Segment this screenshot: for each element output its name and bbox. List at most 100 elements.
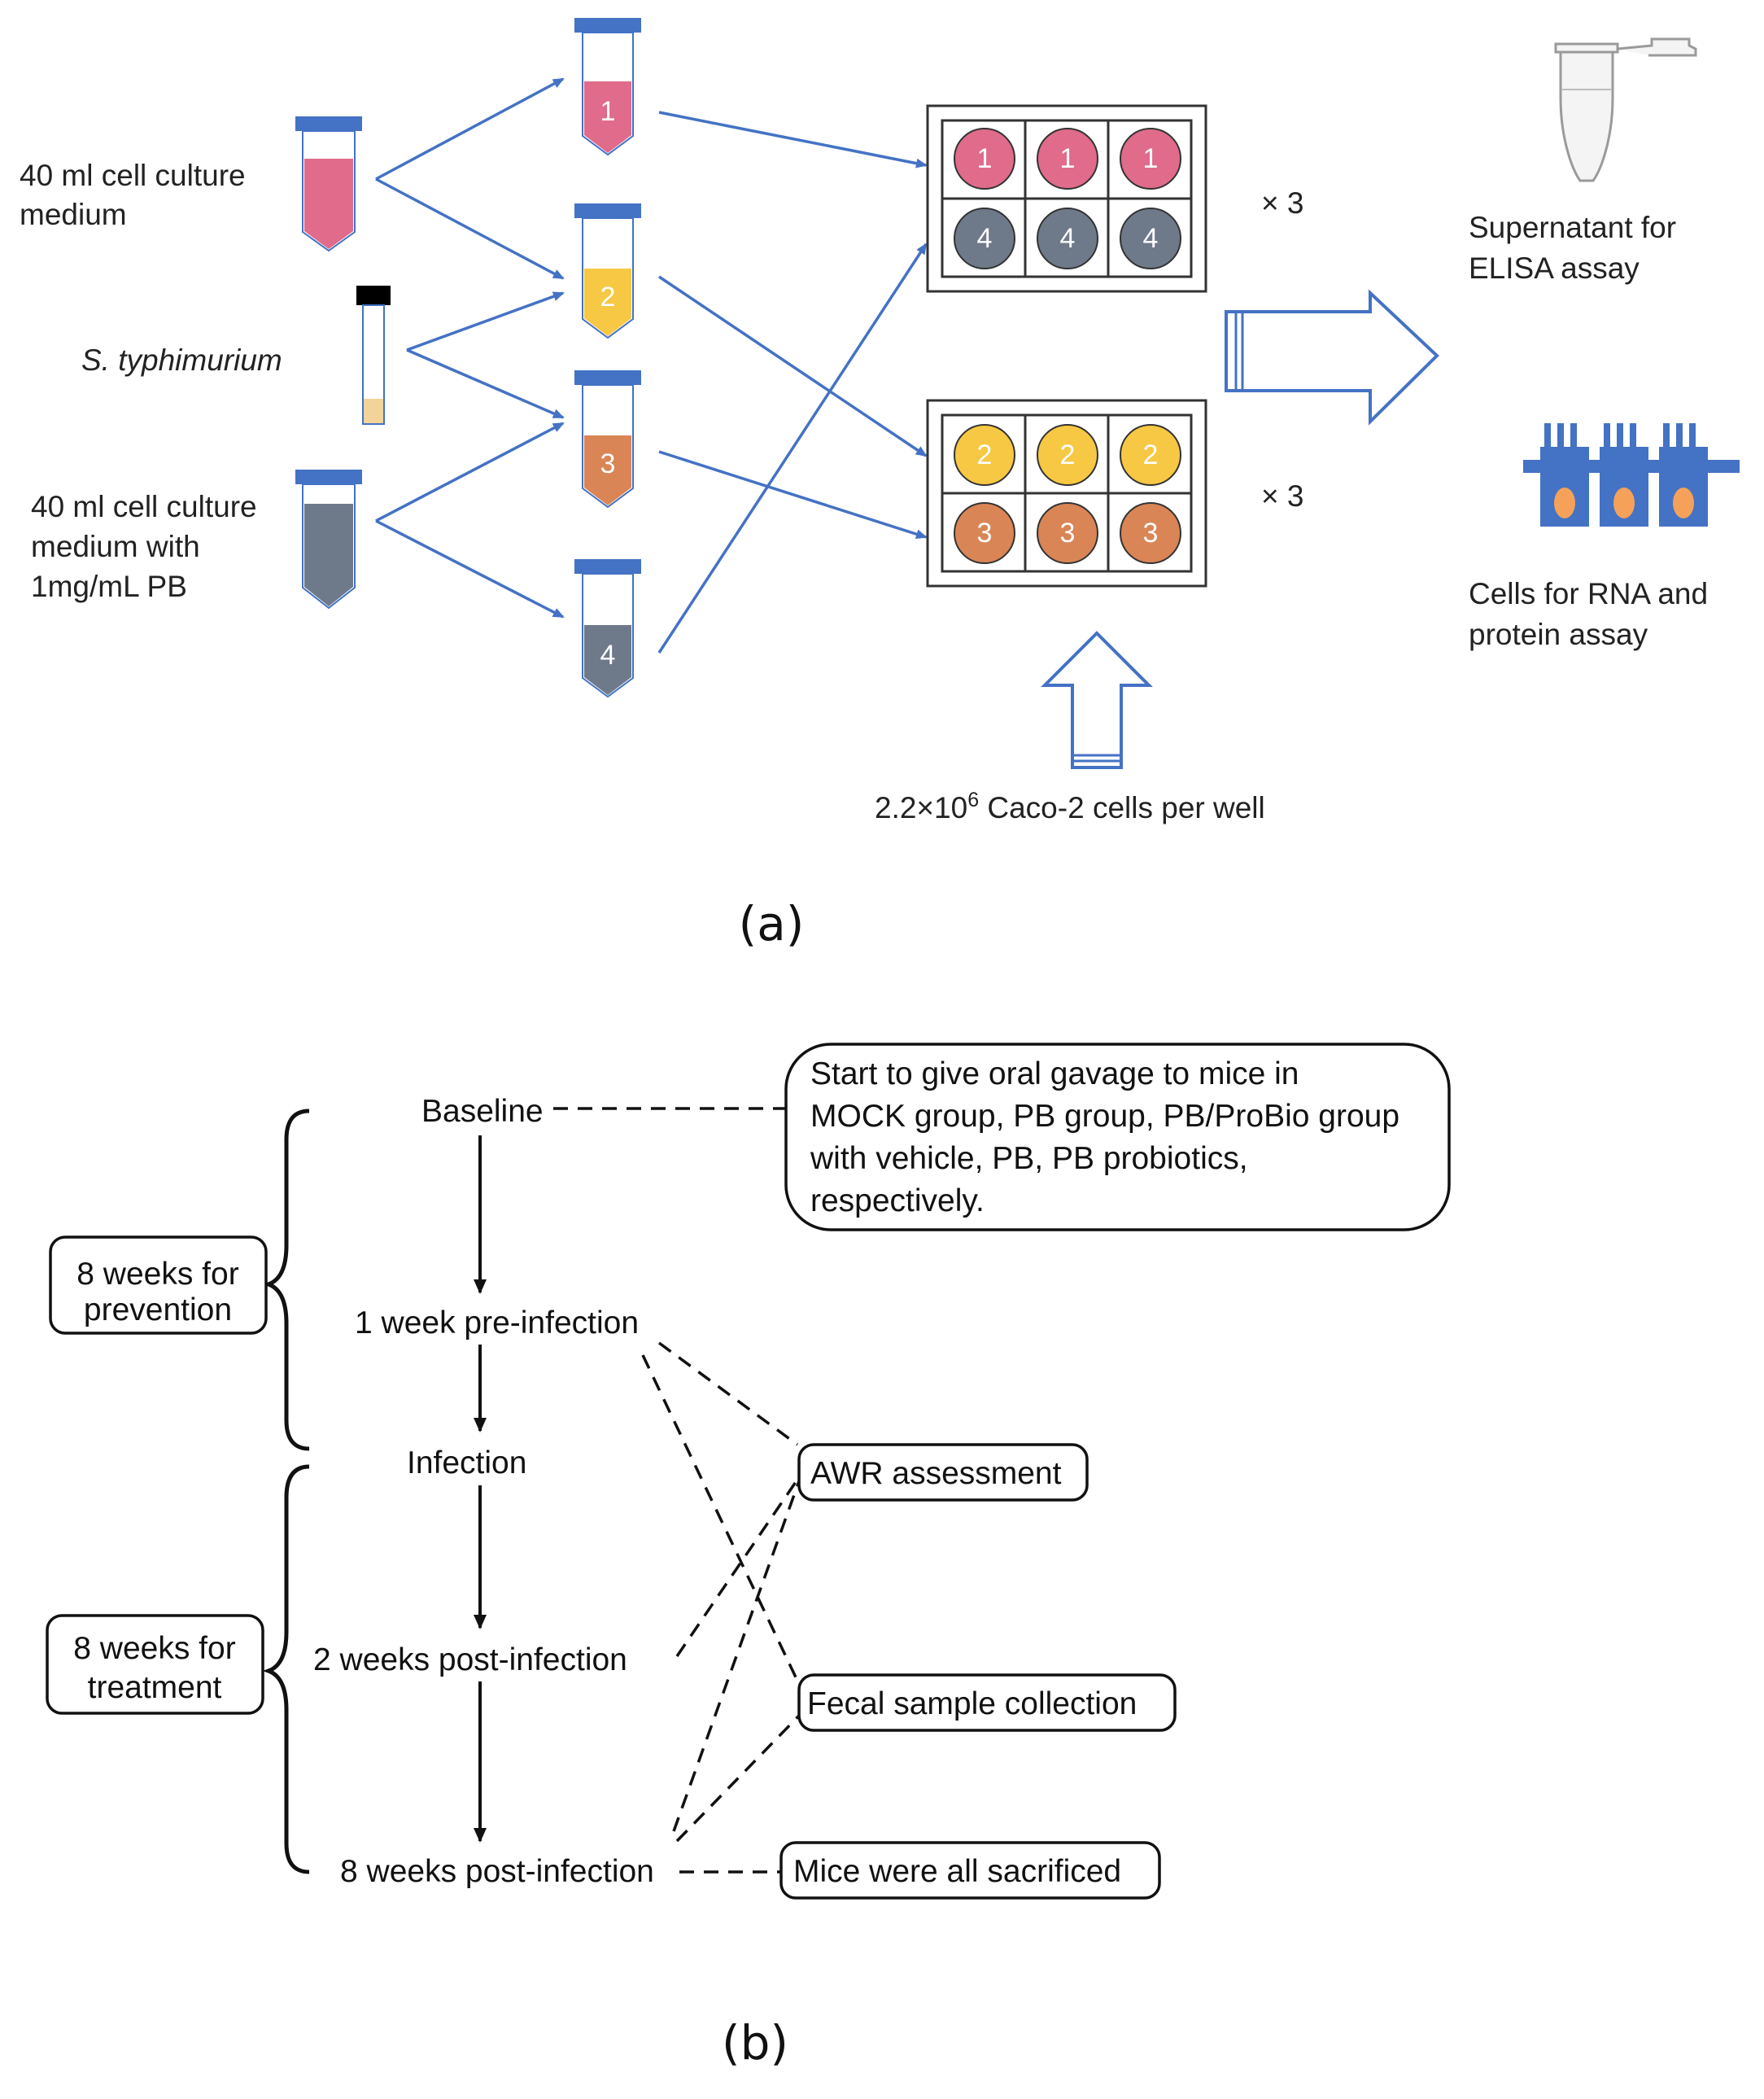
cells-per-well-prefix: 2.2×10: [875, 791, 967, 824]
arrow-tube2-to-plate2: [658, 275, 928, 457]
fecal-label: Fecal sample collection: [807, 1686, 1137, 1721]
cells-output-label-line1: Cells for RNA and: [1469, 577, 1708, 610]
gavage-line2: MOCK group, PB group, PB/ProBio group: [810, 1099, 1399, 1134]
cells-output-label-line2: protein assay: [1469, 618, 1648, 651]
timeline-infection: Infection: [407, 1445, 526, 1480]
plate2-well-2: [1037, 424, 1098, 486]
timeline-post-2-weeks: 2 weeks post-infection: [313, 1642, 627, 1677]
plate2-well-label: 3: [1060, 518, 1076, 549]
arrow-medium-to-tube1: [375, 77, 565, 181]
plate2-well-1: [954, 424, 1015, 486]
tube-3-icon: 3: [574, 370, 641, 509]
tube-4-label: 4: [600, 640, 616, 671]
distribution-arrows: [375, 77, 928, 654]
gavage-note-box: [784, 1043, 1451, 1231]
sacrificed-label: Mice were all sacrificed: [793, 1854, 1121, 1889]
sacrificed-box: [779, 1841, 1161, 1900]
arrow-tube4-to-plate1: [657, 243, 928, 654]
arrow-mediumpb-to-tube3: [375, 422, 565, 523]
supernatant-label-line2: ELISA assay: [1469, 251, 1640, 285]
plate1-well-1: [954, 128, 1015, 190]
supernatant-label-line1: Supernatant for: [1469, 211, 1676, 244]
medium-pb-tube-icon: [295, 470, 362, 610]
microtube-icon: [1554, 37, 1697, 182]
dash-post2-awr: [675, 1476, 801, 1657]
gavage-line3: with vehicle, PB, PB probiotics,: [810, 1141, 1248, 1176]
cells-per-well-exponent: 6: [967, 789, 979, 811]
arrow-tube3-to-plate2: [658, 450, 928, 540]
plate1-well-4: [954, 208, 1015, 269]
medium-label-line2: medium: [20, 198, 127, 231]
bacteria-tube-icon: [356, 286, 391, 425]
treatment-label-line1: 8 weeks for: [73, 1631, 235, 1666]
treatment-brace-icon: [262, 1464, 310, 1874]
tube-1-icon: 1: [574, 18, 641, 156]
cells-per-well-suffix: Caco-2 cells per well: [979, 791, 1265, 824]
dash-post8-fecal: [675, 1714, 801, 1843]
medium-pb-label-line2: medium with: [31, 530, 200, 563]
timeline-pre-infection: 1 week pre-infection: [355, 1305, 639, 1340]
treatment-label-line2: treatment: [88, 1670, 222, 1705]
tube-4-icon: 4: [574, 559, 641, 698]
plate2-well-label: 2: [1060, 439, 1076, 470]
plate2-multiplier: × 3: [1261, 479, 1303, 513]
plate1-well-label: 4: [1060, 223, 1076, 254]
fecal-box: [797, 1673, 1177, 1732]
plate-2: 2 2 2 3 3 3: [926, 399, 1207, 588]
cells-seeding-arrow-icon: [1041, 631, 1153, 769]
prevention-label-line2: prevention: [84, 1292, 232, 1327]
prevention-label-line1: 8 weeks for: [76, 1257, 238, 1292]
awr-box: [797, 1443, 1089, 1502]
plate2-well-label: 2: [1143, 439, 1159, 470]
medium-pb-label-line1: 40 ml cell culture: [31, 490, 257, 523]
arrow-tube1-to-plate1: [658, 111, 928, 168]
arrow-mediumpb-to-tube4: [375, 519, 565, 619]
plate1-well-label: 1: [977, 143, 993, 174]
tube-2-icon: 2: [574, 203, 641, 339]
bacteria-label: S. typhimurium: [81, 343, 282, 377]
tube-1-label: 1: [600, 96, 616, 127]
dash-post8-awr: [672, 1480, 801, 1832]
panel-a: 40 ml cell culture medium S. typhimurium…: [20, 18, 1740, 951]
prevention-box: [49, 1235, 268, 1335]
plate2-well-3: [1120, 424, 1181, 486]
arrow-bacteria-to-tube3: [406, 348, 565, 419]
gavage-line4: respectively.: [810, 1183, 985, 1218]
medium-tube-icon: [295, 116, 362, 252]
medium-label-line1: 40 ml cell culture: [20, 159, 246, 192]
plate2-well-label: 3: [1143, 518, 1159, 549]
plate1-well-5: [1037, 208, 1098, 269]
prevention-brace-icon: [262, 1109, 310, 1451]
dash-pre-fecal: [641, 1354, 799, 1681]
plate2-well-4: [954, 502, 1015, 564]
plate1-well-3: [1120, 128, 1181, 190]
plate1-well-label: 1: [1143, 143, 1159, 174]
arrow-medium-to-tube2: [375, 177, 565, 280]
awr-label: AWR assessment: [810, 1456, 1062, 1491]
harvest-arrow-icon: [1225, 289, 1439, 426]
plate1-well-label: 4: [977, 223, 993, 254]
tube-2-label: 2: [600, 282, 616, 313]
epithelial-cells-icon: [1523, 423, 1740, 527]
gavage-line1: Start to give oral gavage to mice in: [810, 1056, 1299, 1091]
medium-pb-label-line3: 1mg/mL PB: [31, 570, 187, 603]
arrow-bacteria-to-tube2: [406, 291, 565, 352]
plate2-well-6: [1120, 502, 1181, 564]
plate2-well-label: 3: [977, 518, 993, 549]
plate1-well-label: 4: [1143, 223, 1159, 254]
panel-b-caption: (b): [722, 2015, 788, 2071]
plate1-well-label: 1: [1060, 143, 1076, 174]
plate1-well-6: [1120, 208, 1181, 269]
plate2-well-5: [1037, 502, 1098, 564]
plate1-well-2: [1037, 128, 1098, 190]
timeline-baseline: Baseline: [421, 1094, 544, 1129]
panel-b: Baseline 1 week pre-infection Infection …: [46, 1043, 1451, 2071]
tube-3-label: 3: [600, 448, 616, 479]
panel-a-caption: (a): [739, 896, 805, 951]
timeline-post-8-weeks: 8 weeks post-infection: [340, 1854, 654, 1889]
plate2-well-label: 2: [977, 439, 993, 470]
dash-pre-awr: [657, 1341, 799, 1446]
plate1-multiplier: × 3: [1261, 186, 1303, 220]
treatment-box: [46, 1614, 264, 1715]
